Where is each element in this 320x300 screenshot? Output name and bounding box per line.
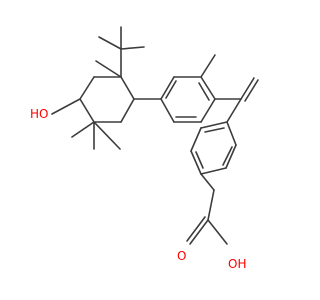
bond [200, 98, 216, 123]
bond [200, 167, 227, 175]
bond [93, 121, 121, 150]
bond [200, 76, 216, 100]
bond [190, 127, 202, 152]
bond [225, 144, 237, 169]
bond [160, 98, 175, 123]
bond [79, 98, 95, 123]
bond [222, 146, 233, 166]
atom-label: HO [30, 107, 48, 121]
bond [244, 79, 259, 102]
bond [165, 80, 177, 99]
bond [240, 77, 255, 100]
bond [95, 60, 122, 78]
bond [98, 36, 122, 50]
bond [51, 98, 81, 115]
bond [226, 98, 242, 123]
bond [71, 121, 95, 138]
bond [195, 151, 204, 169]
bond [189, 219, 209, 245]
bond [190, 150, 202, 175]
bond [200, 121, 228, 129]
bond [186, 216, 206, 242]
bonds [51, 26, 259, 245]
bond [207, 189, 215, 221]
bond [226, 121, 237, 146]
bond [120, 76, 135, 100]
bond [160, 76, 175, 100]
bond [79, 76, 95, 100]
bond [120, 98, 135, 123]
structure-canvas: HO O OH [30, 26, 259, 271]
bond [207, 219, 228, 245]
bond [200, 54, 216, 78]
bond [204, 127, 225, 133]
bond [120, 46, 145, 50]
bond [200, 173, 215, 191]
molecule-structure: HO O OH [30, 26, 259, 271]
atom-label: OH [228, 257, 246, 271]
atom-label: O [177, 249, 186, 263]
bond [198, 82, 210, 101]
